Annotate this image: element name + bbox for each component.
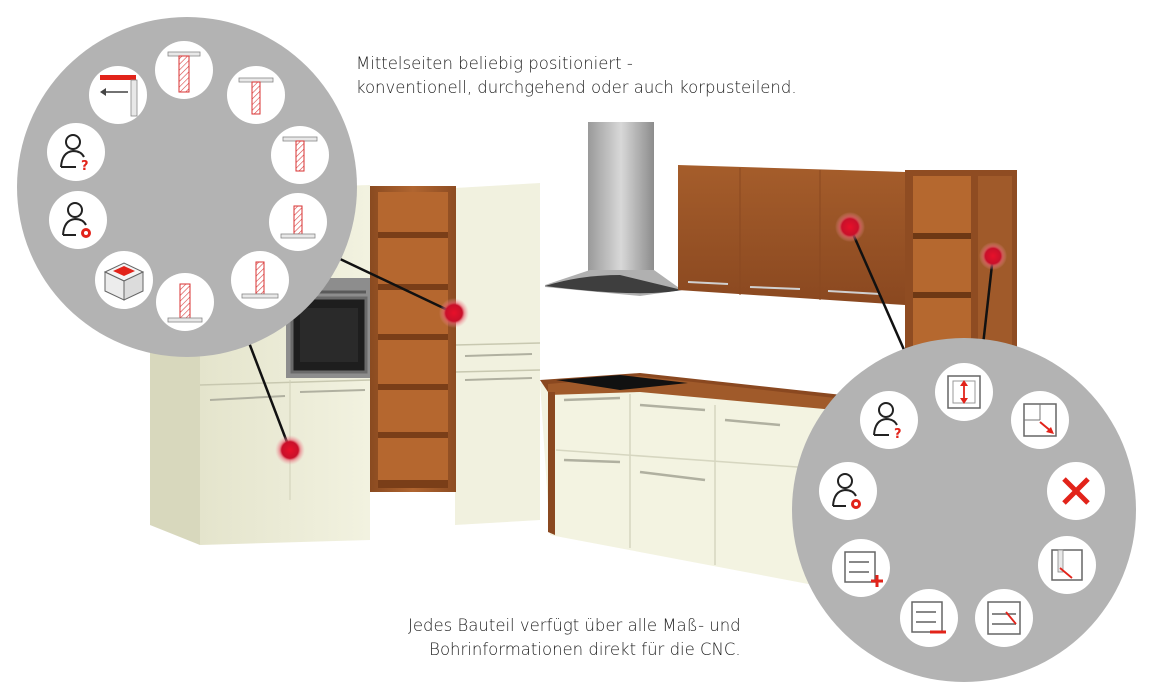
caption-component-info: Jedes Bauteil verfügt über alle Maß- und… [408, 614, 741, 662]
add-part-icon[interactable] [832, 539, 890, 597]
svg-text:?: ? [894, 427, 902, 442]
diagonal-resize-icon[interactable] [1011, 391, 1069, 449]
hotspots [275, 212, 1007, 465]
caption-middle-sides-line1: Mittelseiten beliebig positioniert - [356, 54, 633, 73]
middle-side-upper-icon[interactable] [271, 126, 329, 184]
caption-middle-sides: Mittelseiten beliebig positioniert - kon… [356, 52, 797, 100]
middle-side-top-icon[interactable] [227, 66, 285, 124]
remove-part-icon[interactable] [900, 589, 958, 647]
hotspot-wall-shelf[interactable] [979, 242, 1007, 270]
caption-component-info-line1: Jedes Bauteil verfügt über alle Maß- und [408, 616, 741, 635]
right-radial-menu: ? [792, 338, 1136, 682]
carcass-box-icon[interactable] [95, 251, 153, 309]
user-settings-icon[interactable] [819, 462, 877, 520]
middle-side-full-height-icon[interactable] [155, 41, 213, 99]
open-shelf-tower [370, 186, 456, 492]
wall-cabinets [678, 165, 1017, 350]
vertical-dimension-icon[interactable] [935, 363, 993, 421]
hotspot-wall-cabinet[interactable] [835, 212, 865, 242]
left-radial-menu: ? [17, 17, 357, 357]
close-icon[interactable] [1047, 462, 1105, 520]
move-left-icon[interactable] [89, 66, 147, 124]
middle-side-split-icon[interactable] [156, 273, 214, 331]
range-hood [545, 122, 682, 296]
inner-corner-edit-icon[interactable] [1038, 536, 1096, 594]
svg-text:?: ? [81, 159, 89, 174]
hotspot-tall-cabinet[interactable] [275, 435, 305, 465]
middle-side-bottom-icon[interactable] [231, 251, 289, 309]
user-help-icon[interactable]: ? [47, 123, 105, 181]
middle-side-lower-icon[interactable] [269, 193, 327, 251]
caption-component-info-line2: Bohrinformationen direkt für die CNC. [429, 640, 741, 659]
inner-shelf-edit-icon[interactable] [975, 589, 1033, 647]
user-help-icon[interactable]: ? [860, 391, 918, 449]
caption-middle-sides-line2: konventionell, durchgehend oder auch kor… [356, 78, 797, 97]
hotspot-shelf-tower[interactable] [439, 298, 469, 328]
user-settings-icon[interactable] [49, 191, 107, 249]
base-cabinets [540, 373, 870, 590]
